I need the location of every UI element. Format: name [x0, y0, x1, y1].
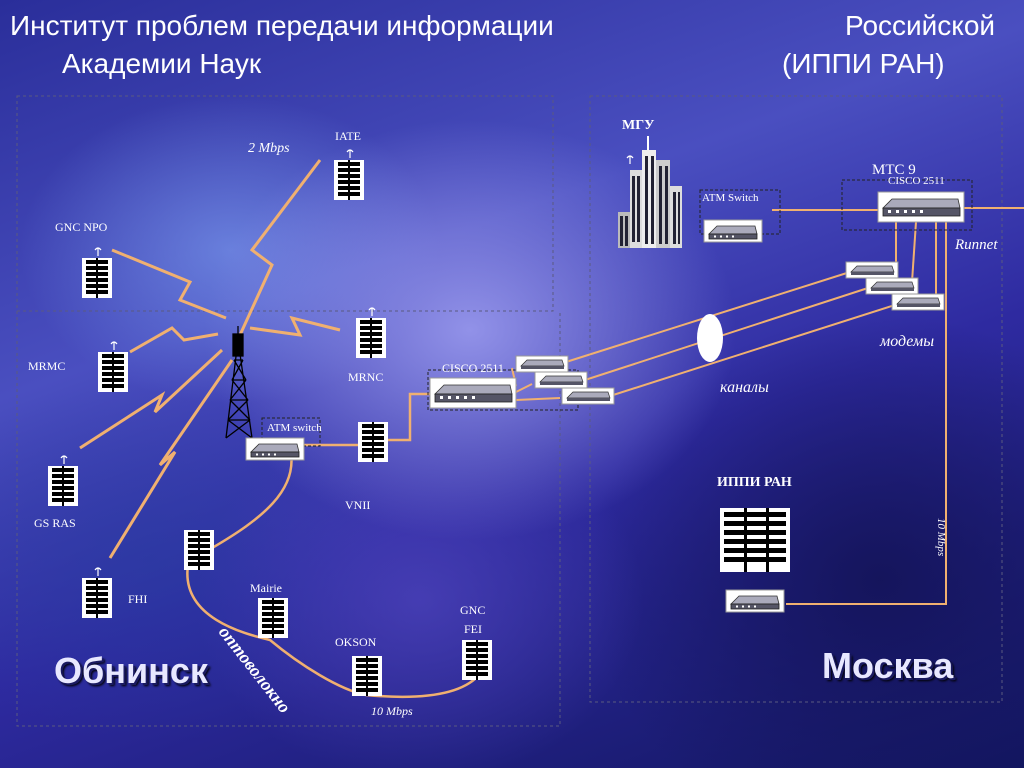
- optic-atm-node: [211, 447, 293, 550]
- city-label-moscow: Москва: [822, 645, 954, 686]
- building-icon-optic-node: [184, 530, 214, 570]
- title-line2-right: (ИППИ РАН): [782, 48, 945, 79]
- modem-cisco-2: [911, 221, 917, 283]
- antenna-icon-gsras: [60, 455, 68, 465]
- atm-switch-icon-obninsk: [245, 437, 305, 461]
- antenna-icon-mrnc: [368, 307, 376, 317]
- device-label-atm-obninsk: ATM switch: [267, 422, 322, 434]
- building-icon-gsras: [48, 466, 78, 506]
- ippi-link: [786, 222, 947, 605]
- node-label-fhi: FHI: [128, 592, 148, 606]
- node-label-gncfei-1: GNC: [460, 603, 486, 617]
- obninsk-region-lower: [16, 311, 561, 727]
- node-label-okson: OKSON: [335, 635, 377, 649]
- radio-link-mrmc: [129, 326, 219, 354]
- modems-label: модемы: [880, 333, 935, 350]
- modem-icon-moscow-1: [845, 261, 899, 279]
- building-icon-mrnc: [356, 318, 386, 358]
- skyscraper-icon-mgu: [618, 136, 682, 248]
- modem-icon-moscow-2: [865, 277, 919, 295]
- atm-switch-box-moscow: [699, 189, 781, 235]
- radio-link-gsras: [79, 348, 224, 450]
- node-label-mtc: MTC 9: [872, 162, 916, 178]
- antenna-icon-iate: [346, 149, 354, 159]
- ippi-speed-label: 10 Mbps: [935, 518, 947, 556]
- radio-link-mrnc: [249, 315, 341, 337]
- mtc-box: [841, 179, 973, 231]
- router-icon-ippi: [725, 589, 785, 613]
- router-icon-moscow-cisco: [877, 191, 965, 223]
- router-icon-obninsk-cisco: [429, 377, 517, 409]
- building-icon-vnii: [358, 422, 388, 462]
- device-label-cisco-moscow: CISCO 2511: [888, 175, 945, 187]
- antenna-icon-fhi: [94, 567, 102, 577]
- node-label-gncnpo: GNC NPO: [55, 220, 108, 234]
- building-icon-fhi: [82, 578, 112, 618]
- moscow-region: [589, 95, 1003, 703]
- atm-switch-icon-moscow: [703, 219, 763, 243]
- modem-icon-obninsk-1: [515, 355, 569, 373]
- city-label-obninsk: Обнинск: [54, 650, 208, 691]
- antenna-icon-mrmc: [110, 341, 118, 351]
- node-label-gsras: GS RAS: [34, 516, 76, 530]
- building-icon-okson: [352, 656, 382, 696]
- title-line1-right: Российской: [845, 10, 996, 41]
- node-label-mgu: МГУ: [622, 118, 655, 133]
- channels-label: каналы: [720, 379, 769, 396]
- channels-ellipse: [697, 314, 723, 362]
- optic-ring: [186, 564, 479, 699]
- link-vnii-cisco: [386, 392, 434, 442]
- runnet-label: Runnet: [955, 237, 998, 253]
- radio-speed-label: 2 Mbps: [248, 141, 290, 156]
- building-icon-ippi: [720, 508, 790, 572]
- obninsk-region: [16, 95, 554, 312]
- device-label-atm-moscow: ATM Switch: [702, 192, 759, 204]
- node-label-vnii: VNII: [345, 498, 371, 512]
- building-icon-mairie: [258, 598, 288, 638]
- optic-speed-label: 10 Mbps: [371, 704, 413, 718]
- node-label-iate: IATE: [335, 129, 361, 143]
- radio-link-iate: [238, 159, 322, 336]
- antenna-icon-gncnpo: [94, 247, 102, 257]
- node-label-mairie: Mairie: [250, 581, 282, 595]
- node-label-mrnc: MRNC: [348, 370, 384, 384]
- antenna-icon-mgu: [626, 155, 634, 165]
- modem-icon-obninsk-3: [561, 387, 615, 405]
- channel-3: [609, 303, 899, 397]
- radio-link-gncnpo: [111, 248, 227, 320]
- building-icon-gncnpo: [82, 258, 112, 298]
- device-label-cisco-obninsk: CISCO 2511: [442, 361, 504, 375]
- cisco-modem-3: [515, 397, 561, 401]
- title-line2-left: Академии Наук: [62, 48, 262, 79]
- modem-icon-obninsk-2: [534, 371, 588, 389]
- radio-link-fhi: [108, 359, 234, 559]
- node-label-gncfei-2: FEI: [464, 622, 482, 636]
- building-icon-mrmc: [98, 352, 128, 392]
- radio-tower-icon: [225, 326, 253, 439]
- node-label-mrmc: MRMC: [28, 359, 66, 373]
- building-icon-gncfei: [462, 640, 492, 680]
- modem-icon-moscow-3: [891, 293, 945, 311]
- title-line1-left: Институт проблем передачи информации: [10, 10, 554, 41]
- node-label-ippi: ИППИ РАН: [717, 475, 792, 490]
- building-icon-iate: [334, 160, 364, 200]
- channel-2: [584, 287, 869, 381]
- cisco-modem-2: [515, 383, 533, 393]
